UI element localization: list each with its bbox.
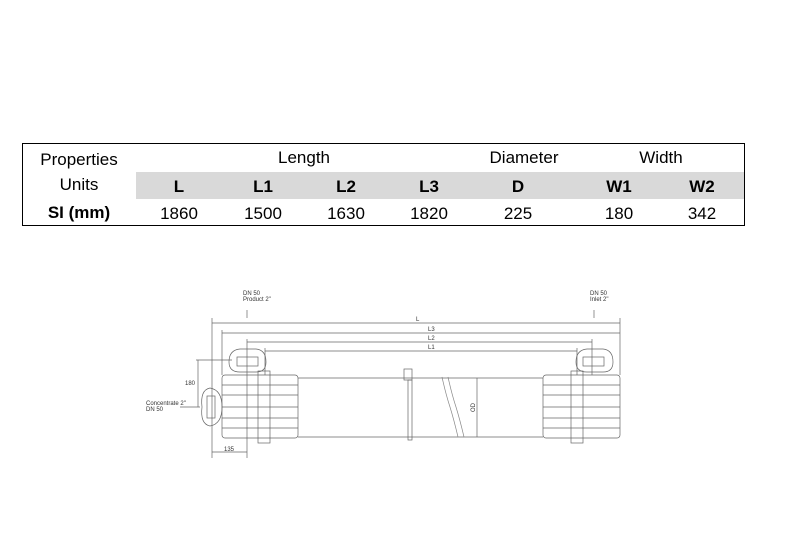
inlet-dn-label: DN 50: [590, 291, 608, 297]
concentrate-port-label: Concentrate 2": [146, 401, 186, 407]
column-header-W1: W1: [606, 177, 632, 196]
column-header-L3: L3: [419, 177, 439, 196]
dimension-135-label: 135: [224, 447, 235, 453]
dimension-lines: [180, 310, 621, 458]
column-header-L1: L1: [253, 177, 273, 196]
product-dn-label: DN 50: [243, 291, 261, 297]
value-D: 225: [503, 204, 533, 223]
length-group-header: Length: [278, 148, 330, 167]
left-end-cap: [201, 348, 299, 444]
dimension-L3-label: L3: [428, 327, 435, 333]
width-group-header: Width: [639, 148, 683, 167]
specifications-table: Properties Length Diameter Width Units L…: [22, 143, 745, 226]
value-L3: 1820: [410, 204, 448, 223]
units-label: Units: [59, 175, 99, 194]
value-W1: 180: [604, 204, 634, 223]
properties-label: Properties: [40, 150, 118, 169]
column-header-L: L: [173, 177, 185, 196]
column-header-W2: W2: [689, 177, 715, 196]
si-label: SI (mm): [47, 203, 111, 222]
column-header-D: D: [511, 177, 525, 196]
dimension-L1-label: L1: [428, 345, 435, 351]
product-port-label: Product 2": [243, 297, 271, 303]
dimension-L2-label: L2: [428, 336, 435, 342]
dimension-L-label: L: [416, 317, 420, 323]
value-L: 1860: [160, 204, 198, 223]
drawing-labels: DN 50 Product 2" DN 50 Inlet 2" Concentr…: [146, 291, 608, 453]
inlet-port-label: Inlet 2": [590, 297, 608, 303]
diameter-group-header: Diameter: [489, 148, 559, 167]
dimension-180-label: 180: [185, 381, 196, 387]
value-L1: 1500: [244, 204, 282, 223]
value-L2: 1630: [327, 204, 365, 223]
dimension-OD-label: OD: [471, 402, 477, 412]
concentrate-dn-label: DN 50: [146, 407, 164, 413]
units-row-background: [136, 172, 744, 199]
right-end-cap: [542, 348, 621, 444]
pressure-tube: [298, 368, 543, 441]
column-header-L2: L2: [336, 177, 356, 196]
value-W2: 342: [687, 204, 717, 223]
